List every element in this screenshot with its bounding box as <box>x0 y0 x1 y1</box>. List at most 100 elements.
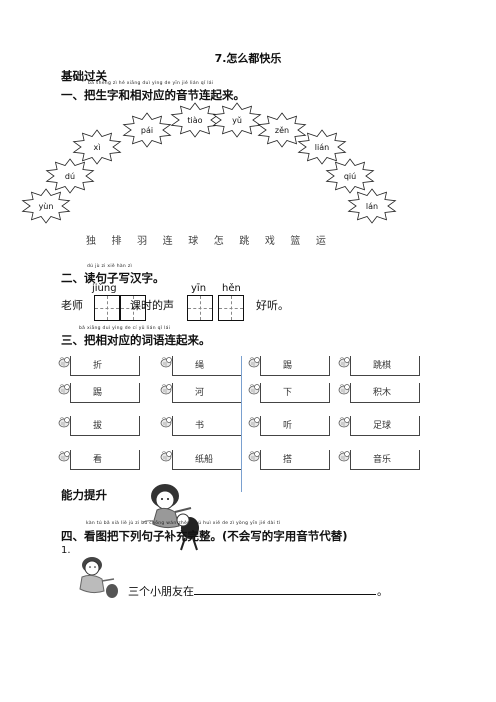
syllable-label[interactable]: zěn <box>275 126 289 135</box>
syllable-label[interactable]: pái <box>141 126 153 135</box>
word-card[interactable]: 听 <box>246 416 332 438</box>
bee-icon <box>336 414 352 434</box>
word-right-a: 听 <box>283 421 293 431</box>
bee-icon <box>56 414 72 434</box>
word-left-b: 纸船 <box>195 455 214 465</box>
word-box: 足球 <box>350 416 420 436</box>
word-left-a: 折 <box>93 361 103 371</box>
word-right-b: 跳棋 <box>373 361 392 371</box>
section-advance-heading: 能力提升 <box>61 488 107 502</box>
word-box: 绳 <box>172 356 242 376</box>
character-item[interactable]: 独 <box>86 236 96 247</box>
word-box: 纸船 <box>172 450 242 470</box>
writing-box-3[interactable] <box>187 295 213 321</box>
q2-heading: 二、读句子写汉字。 <box>61 271 165 285</box>
section-basic-heading: 基础过关 <box>61 69 107 83</box>
syllable-star-shape <box>72 129 122 165</box>
word-left-a: 踢 <box>93 388 103 398</box>
word-left-b: 河 <box>195 388 205 398</box>
q3-heading: 三、把相对应的词语连起来。 <box>61 333 211 347</box>
word-right-a: 搭 <box>283 455 293 465</box>
syllable-label[interactable]: qiú <box>344 172 356 181</box>
q2-text-2: 课时的声 <box>130 299 174 312</box>
word-card[interactable]: 音乐 <box>336 450 422 472</box>
bee-icon <box>158 354 174 374</box>
word-right-b: 积木 <box>373 388 392 398</box>
character-item[interactable]: 羽 <box>137 236 148 247</box>
bee-icon <box>158 414 174 434</box>
word-card[interactable]: 踢 <box>56 383 142 405</box>
word-card[interactable]: 看 <box>56 450 142 472</box>
character-item[interactable]: 排 <box>111 236 122 247</box>
word-card[interactable]: 下 <box>246 383 332 405</box>
word-box: 积木 <box>350 383 420 403</box>
q4-picture <box>79 557 118 598</box>
q1-pinyin: bǎ shēng zì hé xiāng duì yìng de yīn jié… <box>88 81 214 86</box>
word-left-a: 看 <box>93 455 103 465</box>
q4-answer-line[interactable] <box>194 594 376 595</box>
syllable-star-shape <box>21 188 71 224</box>
bee-icon <box>246 381 262 401</box>
word-card[interactable]: 绳 <box>158 356 244 378</box>
word-card[interactable]: 拔 <box>56 416 142 438</box>
page-title: 7.怎么都快乐 <box>214 52 282 65</box>
word-box: 书 <box>172 416 242 436</box>
word-card[interactable]: 足球 <box>336 416 422 438</box>
q1-heading: 一、把生字和相对应的音节连起来。 <box>61 88 245 102</box>
syllable-star-shape <box>45 158 95 194</box>
word-card[interactable]: 跳棋 <box>336 356 422 378</box>
word-card[interactable]: 搭 <box>246 450 332 472</box>
word-card[interactable]: 踢 <box>246 356 332 378</box>
word-card[interactable]: 河 <box>158 383 244 405</box>
bee-icon <box>336 381 352 401</box>
word-card[interactable]: 书 <box>158 416 244 438</box>
character-item[interactable]: 跳 <box>239 236 250 247</box>
word-box: 踢 <box>260 356 330 376</box>
syllable-label[interactable]: lián <box>315 143 329 152</box>
writing-box-4[interactable] <box>218 295 244 321</box>
q2-pinyin-3: hěn <box>222 283 241 294</box>
character-item[interactable]: 篮 <box>290 236 301 247</box>
q2-pinyin: dú jù zi xiě hàn zì <box>87 264 133 269</box>
bee-icon <box>158 381 174 401</box>
syllable-label[interactable]: yùn <box>39 202 54 211</box>
bee-icon <box>158 448 174 468</box>
bee-icon <box>56 381 72 401</box>
syllable-star-shape <box>325 158 375 194</box>
character-item[interactable]: 连 <box>162 236 173 247</box>
q4-sentence: 三个小朋友在 <box>128 585 194 598</box>
word-right-b: 音乐 <box>373 455 392 465</box>
syllable-star-shape <box>347 188 397 224</box>
word-box: 看 <box>70 450 140 470</box>
character-item[interactable]: 戏 <box>264 236 275 247</box>
bee-icon <box>56 448 72 468</box>
q2-text-1: 老师 <box>61 299 83 312</box>
word-card[interactable]: 积木 <box>336 383 422 405</box>
writing-box-1[interactable] <box>94 295 120 321</box>
bee-icon <box>336 354 352 374</box>
syllable-star-shape <box>257 112 307 148</box>
word-box: 跳棋 <box>350 356 420 376</box>
q3-pinyin: bǎ xiāng duì yìng de cí yǔ lián qǐ lái <box>79 326 171 331</box>
q4-pinyin: kàn tú bǎ xià liè jù zi bǔ chōng wán zhě… <box>86 521 281 526</box>
syllable-label[interactable]: dú <box>65 172 75 181</box>
q2-pinyin-1: jiǔng <box>92 283 117 294</box>
word-box: 下 <box>260 383 330 403</box>
writing-box-2[interactable] <box>120 295 146 321</box>
word-card[interactable]: 纸船 <box>158 450 244 472</box>
bee-icon <box>246 414 262 434</box>
character-item[interactable]: 球 <box>188 236 199 247</box>
word-right-b: 足球 <box>373 421 392 431</box>
syllable-label[interactable]: tiào <box>187 116 202 125</box>
word-box: 听 <box>260 416 330 436</box>
character-item[interactable]: 怎 <box>213 236 224 247</box>
children-illustration <box>142 484 199 551</box>
syllable-label[interactable]: yǔ <box>232 116 242 125</box>
word-card[interactable]: 折 <box>56 356 142 378</box>
character-item[interactable]: 运 <box>315 236 326 247</box>
column-divider <box>241 356 242 492</box>
word-left-b: 书 <box>195 421 205 431</box>
syllable-label[interactable]: xì <box>94 143 101 152</box>
word-box: 踢 <box>70 383 140 403</box>
syllable-label[interactable]: lán <box>366 202 378 211</box>
